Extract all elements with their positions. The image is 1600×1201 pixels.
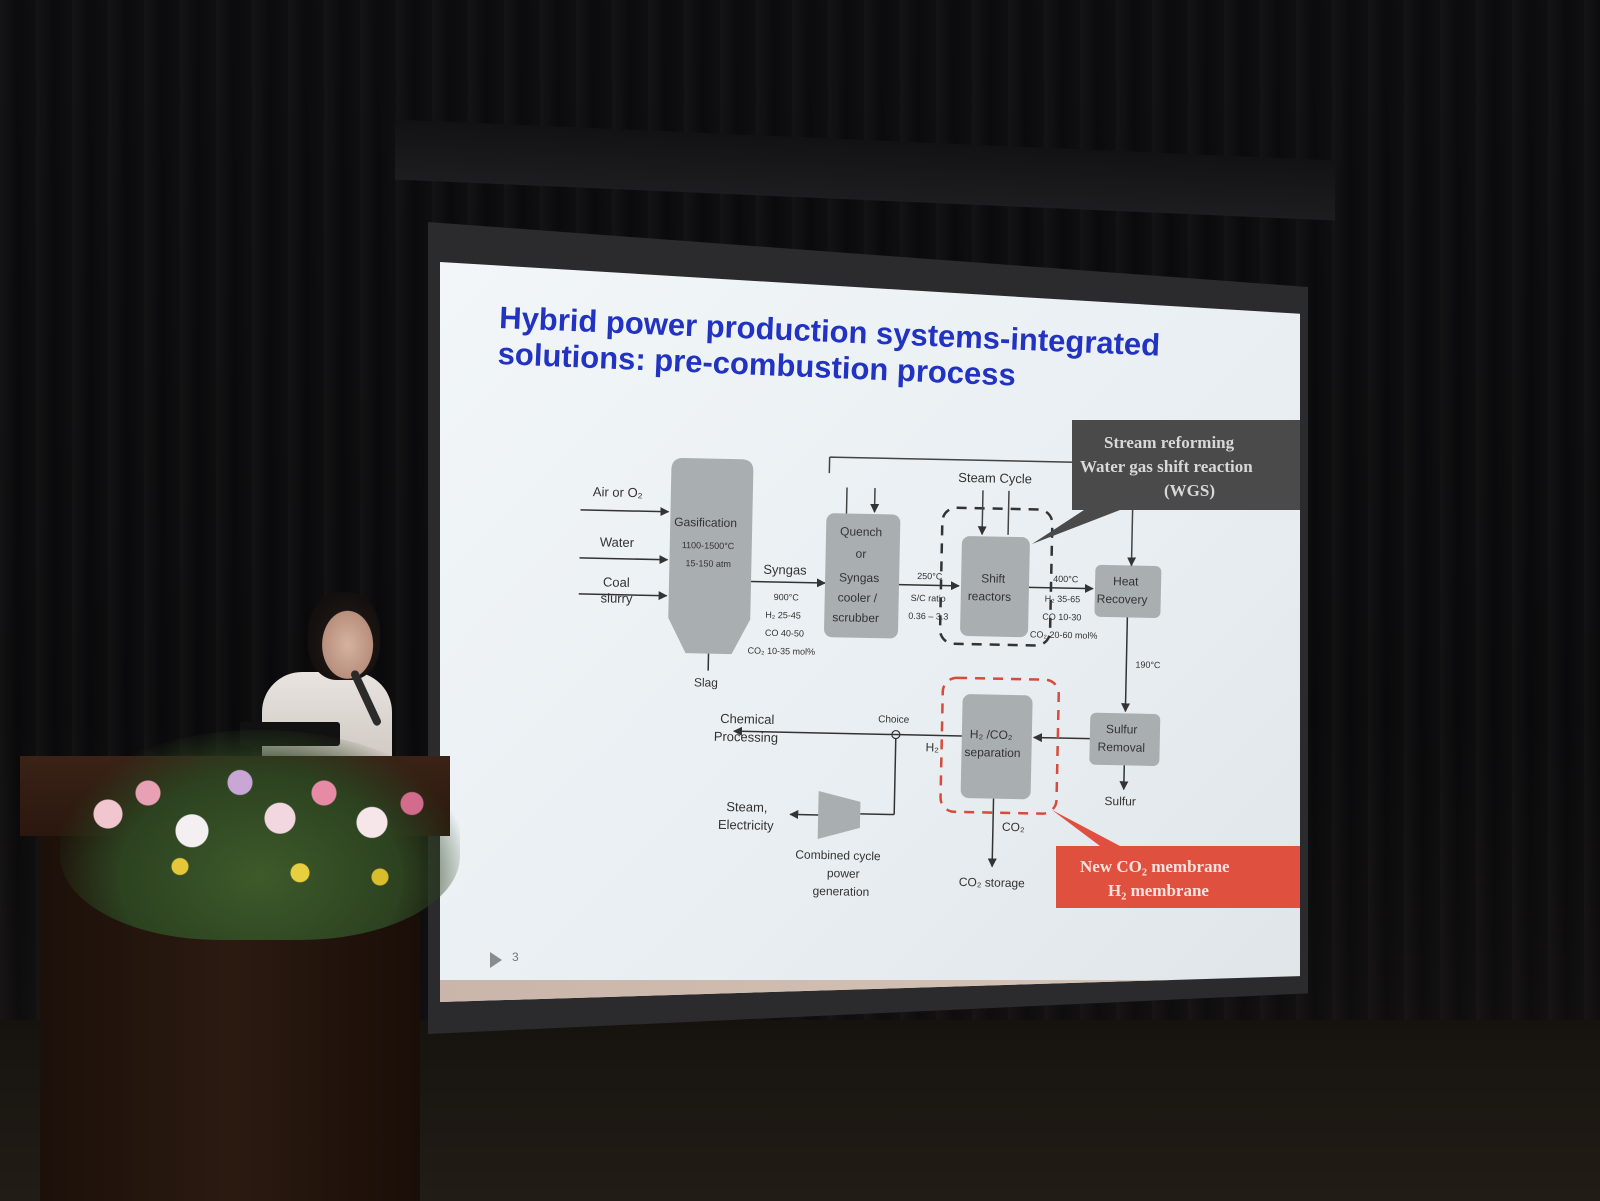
gasification-temp: 1100-1500°C	[682, 540, 735, 551]
separation-label-1: H₂ /CO₂	[970, 727, 1013, 742]
syngas-label: Syngas	[763, 562, 807, 578]
sulfur-to-separation-arrow	[1032, 733, 1090, 743]
quench-to-shift-arrow	[898, 581, 960, 591]
turbine-out-arrow	[789, 810, 819, 820]
chemical-label-2: Processing	[714, 729, 779, 745]
choice-to-turbine-line	[860, 813, 895, 816]
steam-cycle-label: Steam Cycle	[958, 470, 1032, 487]
callout-bottom-bubble	[1052, 810, 1300, 908]
heat-out-temp: 190°C	[1135, 660, 1161, 671]
shift-in-sc: S/C ratio	[911, 593, 946, 604]
shift-out-h2: H₂ 35-65	[1045, 594, 1081, 605]
callout-top-line3: (WGS)	[1164, 481, 1215, 500]
h2-out-arrow	[732, 726, 962, 737]
separation-label-2: separation	[964, 745, 1020, 760]
heat-label-2: Recovery	[1097, 592, 1148, 607]
input-coal-arrow	[578, 591, 668, 601]
callout-bottom-line1: New CO₂ membrane	[1080, 857, 1230, 876]
slag-label: Slag	[694, 675, 718, 690]
turbine-icon	[817, 790, 861, 839]
steam-elec-label-2: Electricity	[718, 817, 774, 833]
choice-label: Choice	[878, 714, 910, 726]
heat-label-1: Heat	[1113, 574, 1139, 589]
gasification-label: Gasification	[674, 515, 737, 530]
quench-steam-in	[845, 487, 848, 514]
heat-to-sulfur-arrow	[1121, 617, 1131, 713]
syngas-co: CO 40-50	[765, 628, 804, 639]
syngas-arrow	[751, 578, 826, 588]
sulfur-removal-box	[1089, 712, 1161, 766]
chemical-label-1: Chemical	[720, 711, 775, 727]
combined-label-2: power	[827, 866, 860, 881]
input-coal-label-2: slurry	[600, 590, 633, 606]
sulfur-out-arrow	[1119, 765, 1129, 791]
input-water-label: Water	[600, 534, 635, 550]
play-icon	[490, 952, 502, 968]
h2-label: H₂	[925, 740, 939, 754]
quench-label-2: or	[855, 547, 866, 561]
input-water-arrow	[579, 555, 669, 565]
quench-label-5: scrubber	[832, 610, 879, 625]
sulfur-removal-label-2: Removal	[1097, 740, 1145, 755]
gasification-pressure: 15-150 atm	[685, 558, 731, 569]
callout-bottom-line2: H₂ membrane	[1108, 881, 1209, 900]
shift-dashed-frame	[938, 506, 1054, 647]
quench-label-1: Quench	[840, 524, 882, 539]
choice-down-line	[893, 738, 897, 815]
input-coal-label-1: Coal	[603, 574, 630, 590]
input-air-label: Air or O₂	[593, 484, 643, 500]
sulfur-removal-label-1: Sulfur	[1106, 722, 1138, 737]
shift-steam-in	[977, 490, 987, 536]
quench-steam-out	[870, 488, 880, 513]
callout-top-bubble	[1032, 420, 1300, 544]
shift-out-co: CO 10-30	[1042, 612, 1081, 623]
shift-in-range: 0.36 – 3.3	[908, 611, 948, 622]
syngas-h2: H₂ 25-45	[765, 610, 801, 621]
shift-out-temp: 400°C	[1053, 574, 1079, 585]
shift-in-temp: 250°C	[917, 571, 943, 582]
co2-label: CO₂	[1002, 820, 1025, 834]
shift-reactors-box	[960, 536, 1030, 638]
co2-out-arrow	[987, 798, 997, 868]
shift-to-heat-arrow	[1028, 583, 1094, 593]
process-diagram: Steam Cycle Air or O₂ Water Coal slurry …	[578, 420, 1300, 908]
co2-storage-label: CO₂ storage	[959, 875, 1026, 890]
combined-label-3: generation	[812, 884, 869, 899]
steam-elec-label-1: Steam,	[726, 799, 767, 815]
gasification-vessel	[668, 458, 754, 655]
separation-box	[960, 694, 1033, 800]
syngas-temp: 900°C	[774, 592, 800, 603]
shift-steam-out	[1007, 490, 1010, 535]
quench-label-4: cooler /	[838, 590, 878, 605]
quench-label-3: Syngas	[839, 570, 879, 585]
presentation-slide: Hybrid power production systems-integrat…	[440, 262, 1300, 1002]
combined-label-1: Combined cycle	[795, 847, 881, 863]
separation-dashed-frame	[939, 676, 1060, 815]
flower-arrangement	[60, 730, 460, 940]
speaker-head	[308, 592, 380, 680]
shift-label-1: Shift	[981, 571, 1006, 586]
heat-recovery-box	[1094, 564, 1162, 618]
quench-box	[824, 513, 901, 639]
shift-out-co2: CO₂ 20-60 mol%	[1030, 629, 1098, 640]
callout-top-line2: Water gas shift reaction	[1080, 457, 1253, 476]
input-air-arrow	[580, 507, 670, 517]
shift-label-2: reactors	[968, 589, 1012, 604]
syngas-co2: CO₂ 10-35 mol%	[747, 645, 815, 656]
slide-page-number: 3	[512, 950, 519, 964]
callout-top-line1: Stream reforming	[1104, 433, 1235, 452]
choice-valve	[891, 729, 901, 740]
sulfur-label: Sulfur	[1104, 794, 1136, 809]
